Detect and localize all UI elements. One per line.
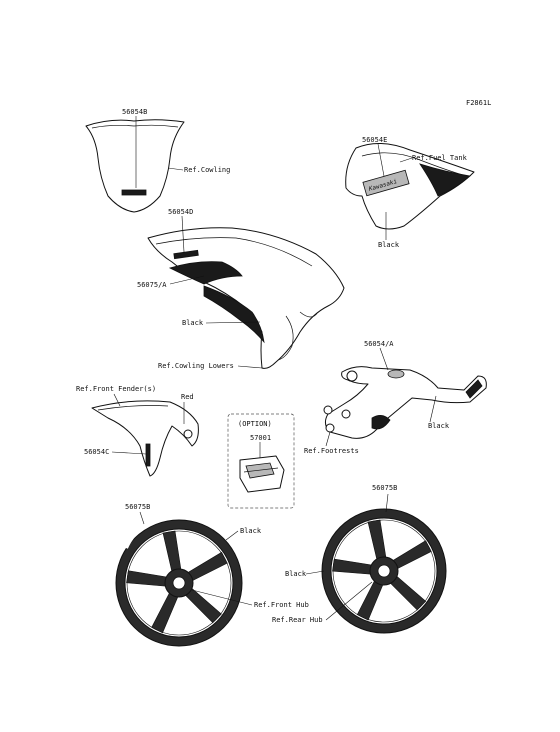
label-black-bracket: Black xyxy=(428,422,450,430)
windscreen-decal xyxy=(121,189,147,196)
tank-emblem xyxy=(362,169,410,197)
label-56075B-rear: 56075B xyxy=(372,484,397,492)
label-56075B-front: 56075B xyxy=(125,503,150,511)
fuel-tank-cover: Kawasaki xyxy=(345,143,475,230)
label-ref-footrests: Ref.Footrests xyxy=(304,447,359,455)
label-56054B: 56054B xyxy=(122,108,147,116)
front-wheel xyxy=(115,519,243,647)
label-ref-front-fender: Ref.Front Fender(s) xyxy=(76,385,156,393)
option-box xyxy=(227,413,295,509)
label-56054C: 56054C xyxy=(84,448,109,456)
label-ref-cowling: Ref.Cowling xyxy=(184,166,230,174)
label-56054A: 56054/A xyxy=(364,340,394,348)
label-red: Red xyxy=(181,393,194,401)
label-option: (OPTION) xyxy=(238,420,272,428)
label-ref-rear-hub: Ref.Rear Hub xyxy=(272,616,323,624)
fender-decal xyxy=(145,443,151,467)
label-56054D: 56054D xyxy=(168,208,193,216)
upper-cowling xyxy=(147,227,345,369)
label-black-cowl: Black xyxy=(182,319,204,327)
label-black-front-wheel: Black xyxy=(240,527,262,535)
footrest-bracket xyxy=(323,366,487,439)
figure-code: F2861L xyxy=(466,99,491,107)
label-black-tank: Black xyxy=(378,241,400,249)
label-56054E: 56054E xyxy=(362,136,387,144)
label-57001: 57001 xyxy=(250,434,271,442)
label-ref-front-hub: Ref.Front Hub xyxy=(254,601,309,609)
front-fender xyxy=(91,400,199,477)
label-56075A: 56075/A xyxy=(137,281,167,289)
cowling-decal xyxy=(173,249,199,260)
label-ref-fuel-tank: Ref.Fuel Tank xyxy=(412,154,468,162)
windscreen xyxy=(85,119,185,213)
label-ref-cowling-lowers: Ref.Cowling Lowers xyxy=(158,362,234,370)
rear-wheel xyxy=(321,508,447,634)
label-black-rear-wheel: Black xyxy=(285,570,307,578)
